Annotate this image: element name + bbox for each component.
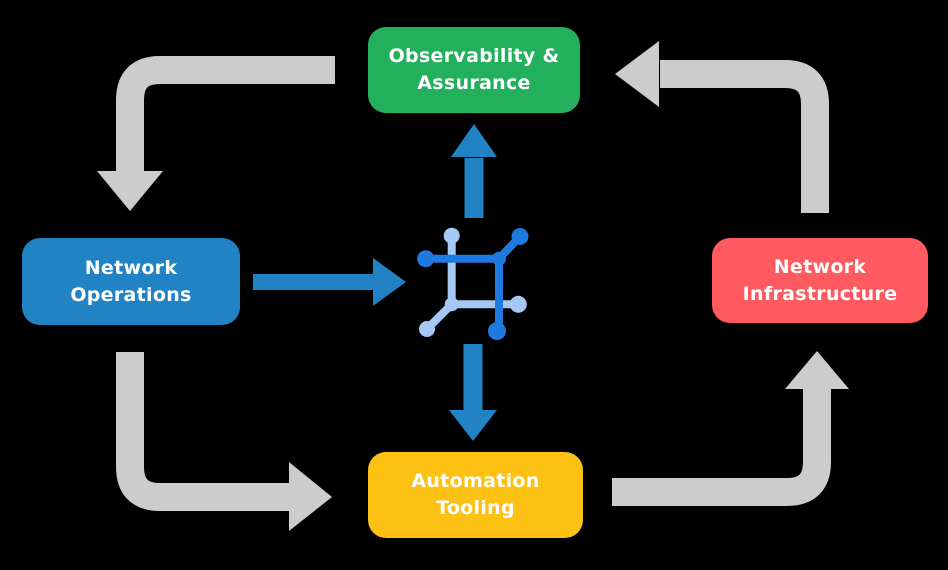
arrow-operations-to-automation [116, 352, 332, 531]
node-label: Infrastructure [742, 282, 898, 305]
arrow-automation-to-infrastructure [612, 351, 849, 506]
arrow-core-to-automation [449, 344, 497, 441]
node-label: Observability & [388, 45, 560, 67]
node-label: Network [773, 255, 867, 278]
node-network-operations: Network Operations [22, 238, 240, 325]
arrow-observability-to-operations [97, 56, 335, 211]
node-observability-assurance: Observability & Assurance [368, 27, 580, 113]
node-label: Operations [70, 283, 192, 306]
arrow-operations-to-core [253, 258, 406, 306]
arrow-core-to-observability [451, 124, 497, 218]
node-label: Network [84, 256, 178, 279]
node-network-infrastructure: Network Infrastructure [712, 238, 928, 323]
node-label: Tooling [436, 497, 515, 519]
node-label: Assurance [417, 72, 531, 94]
node-automation-tooling: Automation Tooling [368, 452, 583, 538]
arrow-infrastructure-to-observability [615, 41, 829, 213]
node-label: Automation [411, 470, 540, 492]
